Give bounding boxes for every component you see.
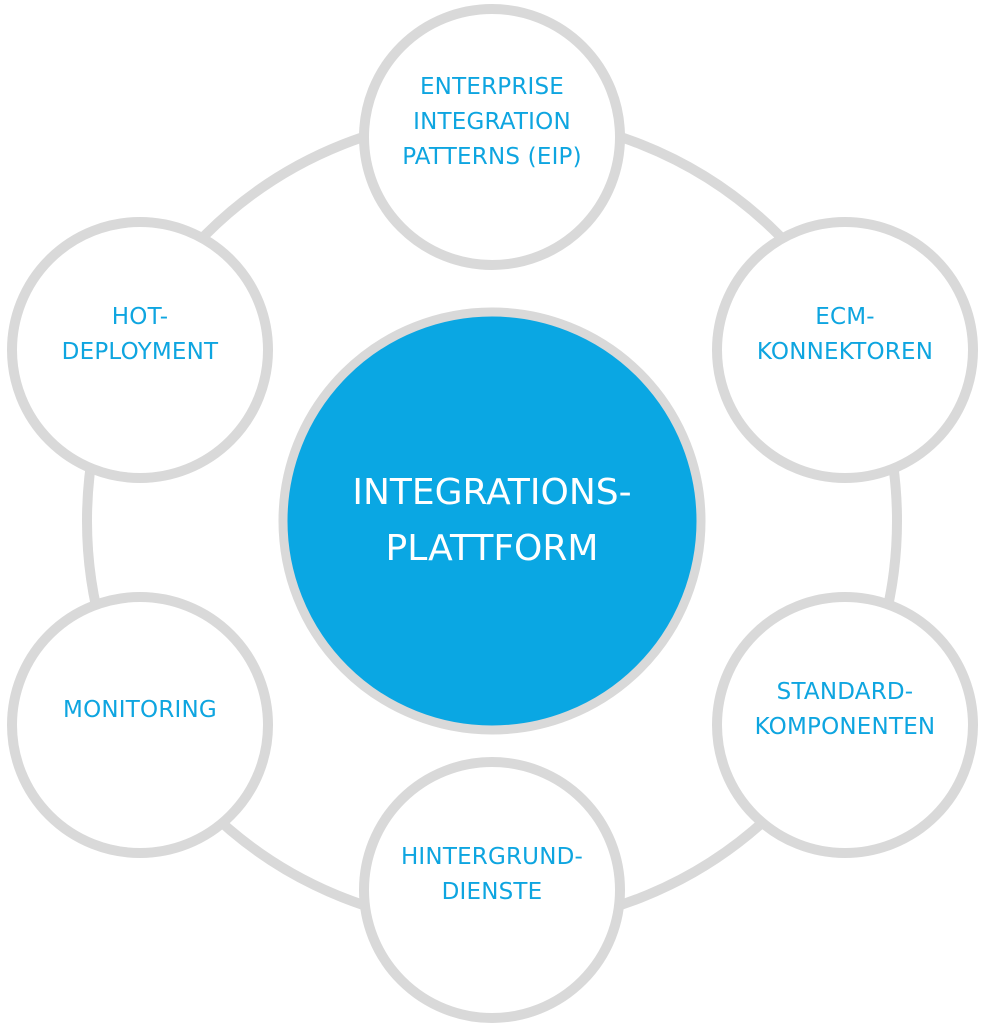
node-circle-ecm [712, 217, 978, 483]
node-label-ecm: ECM- KONNEKTOREN [756, 304, 934, 365]
center-hub [278, 307, 706, 735]
node-circle-standard [712, 592, 978, 858]
node-circle-eip [359, 4, 625, 270]
node-circle-hot [7, 217, 273, 483]
center-hub-label: INTEGRATIONS- PLATTFORM [352, 472, 632, 569]
node-circle-monitoring [7, 592, 273, 858]
node-circle-hintergrund [359, 757, 625, 1023]
node-label-standard: STANDARD- KOMPONENTEN [754, 679, 936, 740]
node-label-monitoring: MONITORING [63, 696, 217, 723]
node-label-hot: HOT- DEPLOYMENT [61, 304, 219, 365]
node-label-hintergrund: HINTERGRUND- DIENSTE [400, 844, 584, 905]
node-label-eip: ENTERPRISE INTEGRATION PATTERNS (EIP) [402, 73, 582, 170]
